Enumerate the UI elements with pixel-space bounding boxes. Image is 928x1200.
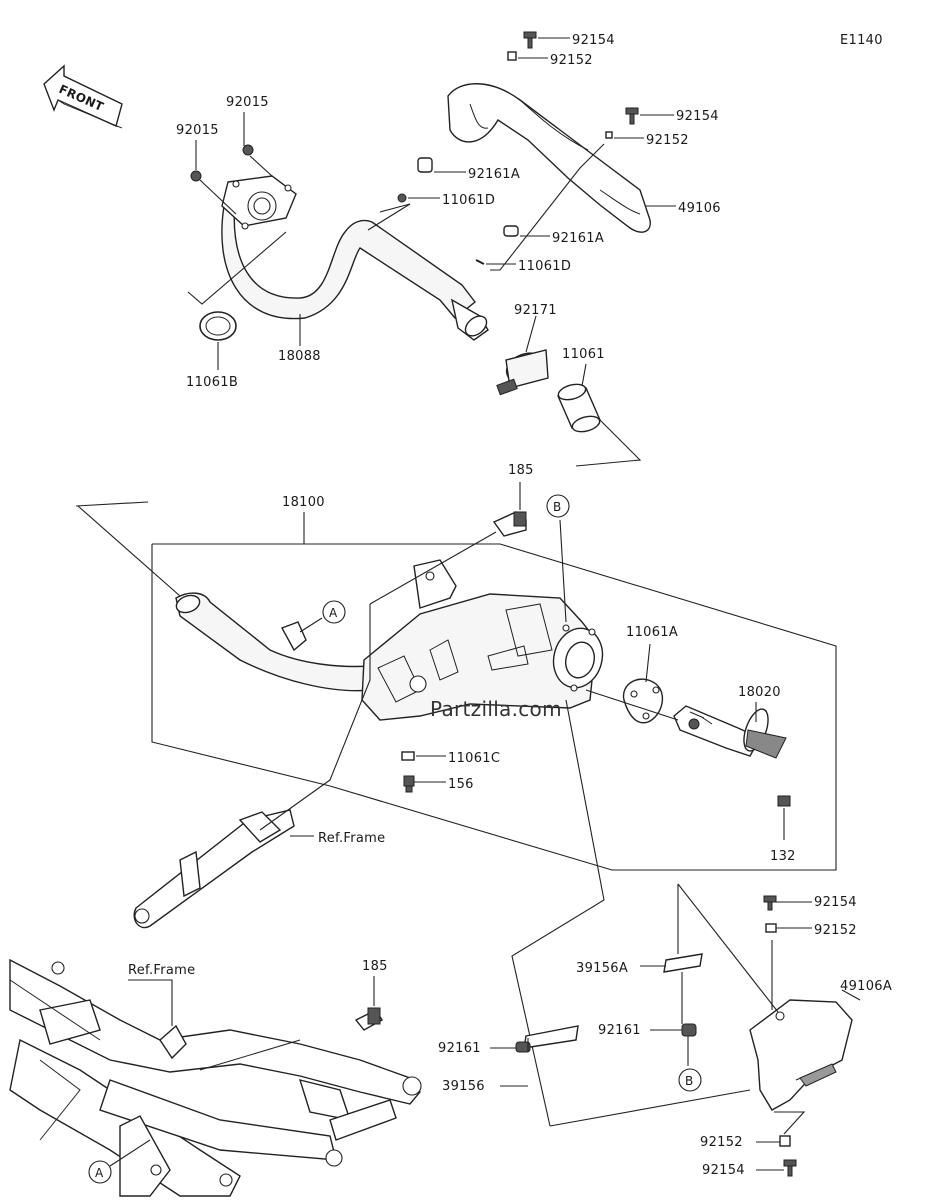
label-49106a: 49106A bbox=[840, 979, 892, 994]
exhaust-pipe-18088 bbox=[221, 175, 489, 341]
leader-lines-bottom-left bbox=[109, 976, 375, 1167]
muffler-18100 bbox=[175, 559, 604, 721]
bolt-185-top bbox=[492, 511, 527, 537]
label-49106: 49106 bbox=[678, 201, 721, 216]
plate-39156 bbox=[523, 1025, 579, 1049]
label-185: 185 bbox=[362, 959, 388, 974]
label-92152: 92152 bbox=[700, 1135, 743, 1150]
label-185: 185 bbox=[508, 463, 534, 478]
label-92154: 92154 bbox=[572, 33, 615, 48]
leader-lines-middle bbox=[75, 482, 837, 1127]
label-92152: 92152 bbox=[814, 923, 857, 938]
bolt-156 bbox=[403, 775, 415, 793]
gasket-11061d-a bbox=[397, 193, 407, 203]
label-11061b: 11061B bbox=[186, 375, 238, 390]
grommet-92161-b bbox=[681, 1023, 697, 1037]
bolt-92154-b bbox=[625, 107, 639, 125]
collar-92152-b bbox=[605, 131, 613, 139]
label-92161a: 92161A bbox=[552, 231, 604, 246]
collar-92152-c bbox=[765, 923, 777, 933]
label-39156a: 39156A bbox=[576, 961, 628, 976]
callout-a-label: A bbox=[329, 606, 338, 620]
gasket-11061a bbox=[622, 678, 664, 724]
label-11061c: 11061C bbox=[448, 751, 500, 766]
collar-92152-a bbox=[507, 51, 517, 61]
grommet-92161a-a bbox=[417, 157, 433, 173]
label-11061: 11061 bbox=[562, 347, 605, 362]
callout-a-label: A bbox=[95, 1166, 104, 1180]
gasket-11061 bbox=[557, 383, 601, 433]
label-ref-frame: Ref.Frame bbox=[128, 963, 195, 978]
nut-11061c bbox=[401, 751, 415, 761]
grommet-92161a-b bbox=[503, 225, 519, 237]
label-18088: 18088 bbox=[278, 349, 321, 364]
label-18100: 18100 bbox=[282, 495, 325, 510]
label-92154: 92154 bbox=[702, 1163, 745, 1178]
frame-assembly bbox=[9, 958, 422, 1197]
label-132: 132 bbox=[770, 849, 796, 864]
gasket-11061d-b bbox=[475, 259, 485, 265]
label-92152: 92152 bbox=[646, 133, 689, 148]
label-92161a: 92161A bbox=[468, 167, 520, 182]
label-92015: 92015 bbox=[176, 123, 219, 138]
label-11061d: 11061D bbox=[518, 259, 571, 274]
bolt-92154-c bbox=[763, 895, 777, 911]
bolt-92154-a bbox=[523, 31, 537, 49]
label-92154: 92154 bbox=[676, 109, 719, 124]
label-92161: 92161 bbox=[438, 1041, 481, 1056]
label-156: 156 bbox=[448, 777, 474, 792]
label-11061d: 11061D bbox=[442, 193, 495, 208]
label-92015: 92015 bbox=[226, 95, 269, 110]
label-92154: 92154 bbox=[814, 895, 857, 910]
label-ref-frame: Ref.Frame bbox=[318, 831, 385, 846]
callout-b-bottom: B bbox=[678, 1068, 702, 1092]
frame-piece-ref bbox=[133, 809, 295, 929]
front-arrow-icon: FRONT bbox=[43, 64, 123, 129]
leader-lines-bottom-right bbox=[490, 883, 861, 1171]
callout-a-bottom: A bbox=[88, 1160, 112, 1184]
callout-b-label: B bbox=[685, 1074, 694, 1088]
nut-92015-b bbox=[242, 144, 254, 156]
nut-92015-a bbox=[190, 170, 202, 182]
label-18020: 18020 bbox=[738, 685, 781, 700]
bolt-185-bottom bbox=[354, 1007, 383, 1031]
watermark: Partzilla.com bbox=[409, 675, 562, 721]
heat-guard-49106 bbox=[447, 83, 651, 233]
callout-b-label: B bbox=[553, 500, 562, 514]
label-92152: 92152 bbox=[550, 53, 593, 68]
plate-39156a bbox=[663, 953, 703, 973]
spark-arrester-18020 bbox=[673, 705, 791, 807]
callout-a-top: A bbox=[322, 600, 346, 624]
bolt-92154-d bbox=[783, 1159, 797, 1177]
label-39156: 39156 bbox=[442, 1079, 485, 1094]
grommet-92161-a bbox=[515, 1041, 531, 1053]
heat-guard-49106a bbox=[749, 999, 853, 1111]
leader-lines-top bbox=[187, 37, 676, 467]
clamp-92171 bbox=[496, 349, 549, 396]
collar-92152-d bbox=[779, 1135, 791, 1147]
label-92171: 92171 bbox=[514, 303, 557, 318]
label-11061a: 11061A bbox=[626, 625, 678, 640]
watermark-text: Partzilla.com bbox=[430, 697, 562, 721]
label-92161: 92161 bbox=[598, 1023, 641, 1038]
callout-b-top: B bbox=[546, 494, 570, 518]
diagram-code: E1140 bbox=[840, 33, 883, 48]
